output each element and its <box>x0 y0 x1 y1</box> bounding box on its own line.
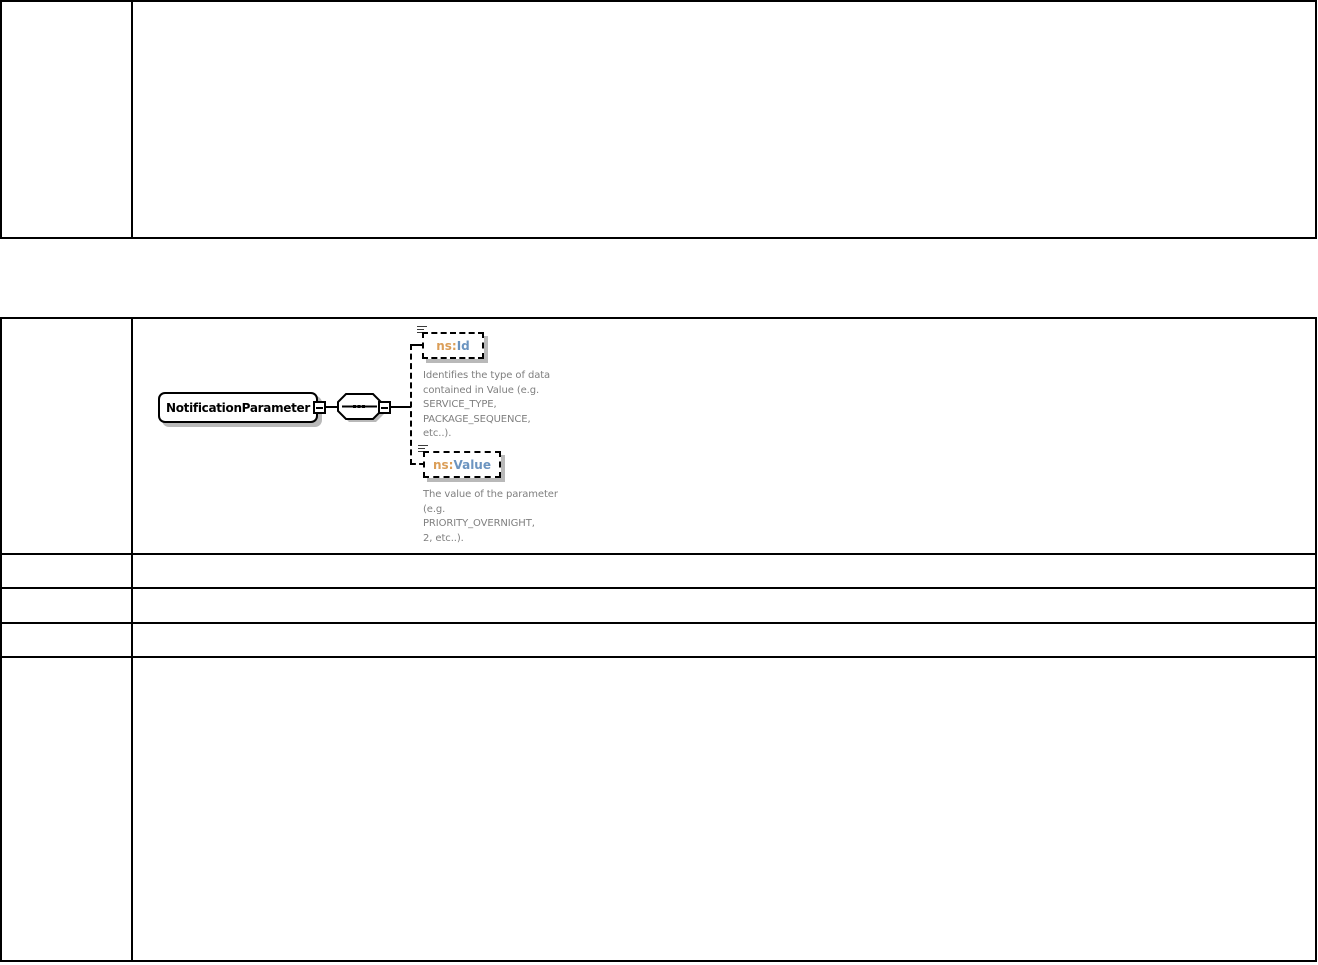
annotation-text-value: The value of the parameter (e.g. PRIORIT… <box>423 489 558 544</box>
annotation-text-id: Identifies the type of data contained in… <box>423 370 551 439</box>
connector-line <box>326 406 339 408</box>
table-row-diagram: NotificationParameter <box>2 319 1315 555</box>
optional-connector-line <box>411 344 422 346</box>
icon-bar <box>418 445 428 446</box>
table-row <box>2 624 1315 658</box>
collapse-minus-icon <box>378 401 391 414</box>
icon-bar <box>418 448 425 449</box>
root-element-box: NotificationParameter <box>158 392 318 423</box>
minus-glyph <box>381 406 388 409</box>
optional-connector-line <box>411 463 424 465</box>
branch-line <box>410 344 412 465</box>
table-cell-right <box>133 589 1315 622</box>
root-element-label: NotificationParameter <box>165 400 311 415</box>
diagram-cell: NotificationParameter <box>133 319 1315 553</box>
namespace-prefix: ns: <box>436 338 457 353</box>
connector-line <box>391 406 400 408</box>
table-cell-left <box>2 2 133 237</box>
table-cell-left <box>2 624 133 656</box>
table-cell-right <box>133 624 1315 656</box>
child-element-box-value: ns:Value <box>423 451 501 478</box>
icon-bar <box>417 326 427 327</box>
top-table <box>0 0 1317 239</box>
schema-table: NotificationParameter <box>0 317 1317 962</box>
collapse-minus-icon <box>313 401 326 414</box>
table-cell-left <box>2 589 133 622</box>
table-row <box>2 658 1315 960</box>
namespace-prefix: ns: <box>432 457 454 472</box>
minus-glyph <box>316 406 323 409</box>
table-row <box>2 2 1315 237</box>
table-row <box>2 589 1315 624</box>
icon-bar <box>417 329 424 330</box>
sequence-icon <box>337 393 384 422</box>
table-cell-left <box>2 658 133 960</box>
element-name: Id <box>456 338 470 353</box>
table-cell-right <box>133 658 1315 960</box>
table-row <box>2 555 1315 589</box>
table-cell-right <box>133 555 1315 587</box>
optional-connector-line <box>400 406 411 408</box>
table-cell-right <box>133 2 1315 237</box>
child-element-box-id: ns:Id <box>422 332 484 359</box>
element-name: Value <box>453 457 491 472</box>
table-cell-left <box>2 555 133 587</box>
table-cell-left <box>2 319 133 553</box>
